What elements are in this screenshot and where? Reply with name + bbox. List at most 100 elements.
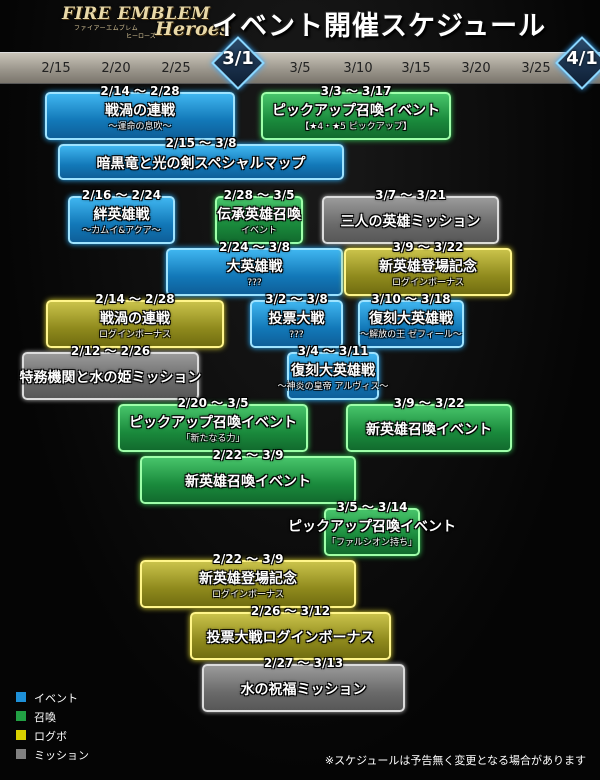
ruler-tick-label: 2/25 [161,61,191,76]
event-name: 新英雄召喚イベント [366,422,492,438]
event-name: 新英雄登場記念 [199,571,297,587]
ruler-tick-label: 2/15 [41,61,71,76]
event-subtitle: イベント [240,226,278,236]
ruler-tick-label: 3/5 [289,61,311,76]
ruler-tick-label: 3/15 [401,61,431,76]
event-subtitle: ??? [247,278,262,288]
event-name: 投票大戦 [268,311,325,327]
event-date: 2/14 〜 2/28 [95,292,175,306]
ruler-tick-label: 3/20 [461,61,491,76]
event-bar [68,196,175,244]
event-bar [58,144,344,180]
event-bar [202,664,405,712]
event-name: ピックアップ召喚イベント [288,519,456,535]
event-date: 3/9 〜 3/22 [392,240,464,254]
event-date: 2/16 〜 2/24 [81,188,162,202]
event-name: 新英雄登場記念 [379,259,477,275]
ruler-tick-label: 3/25 [521,61,551,76]
legend-swatch [16,730,26,740]
event-name: 復刻大英雄戦 [291,363,375,379]
event-subtitle: ログインボーナス [211,590,285,600]
event-bar [215,196,303,244]
legend-swatch [16,749,26,759]
event-date: 3/10 〜 3/18 [371,292,451,306]
event-bar [190,612,391,660]
logo-heroes: Heroes [155,18,231,40]
event-date: 2/20 〜 3/5 [177,396,249,410]
event-date: 2/28 〜 3/5 [223,188,295,202]
legend-label: ミッション [34,749,89,762]
event-name: ピックアップ召喚イベント [129,415,297,431]
event-bar [166,248,343,296]
event-name: ピックアップ召喚イベント [272,103,440,119]
logo-fire-emblem: FIRE EMBLEM [62,4,211,24]
event-bar [118,404,308,452]
event-subtitle: 【★4・★5 ピックアップ】 [300,122,412,132]
event-name: 特務機関と水の姫ミッション [19,370,202,386]
event-bar [322,196,499,244]
event-name: 三人の英雄ミッション [340,214,481,230]
event-bar [250,300,343,348]
event-date: 3/5 〜 3/14 [336,500,408,514]
event-name: 伝承英雄召喚 [217,207,301,223]
event-bar [46,300,224,348]
legend-swatch [16,711,26,721]
event-bar [45,92,235,140]
event-name: 絆英雄戦 [93,207,150,223]
event-bar [344,248,512,296]
event-bar [324,508,420,556]
event-subtitle: ログインボーナス [391,278,465,288]
event-subtitle: 〜運命の息吹〜 [108,122,172,132]
event-name: 投票大戦ログインボーナス [206,630,375,646]
event-bar [261,92,451,140]
legend-swatch [16,692,26,702]
event-date: 3/2 〜 3/8 [265,292,328,306]
logo-heroes-katakana: ヒーローズ [126,33,156,40]
event-subtitle: 〜カムイ&アクア〜 [82,226,161,236]
date-ruler: 2/15 2/20 2/25 3/5 3/10 3/15 3/20 3/25 [0,52,600,84]
event-name: 戦渦の連戦 [105,103,175,119]
event-bar [358,300,464,348]
event-bar [140,456,356,504]
event-date: 2/27 〜 3/13 [263,656,344,670]
event-name: 暗黒竜と光の剣スペシャルマップ [96,156,306,172]
logo-katakana: ファイアーエムブレム [74,25,139,32]
event-name: 新英雄召喚イベント [185,474,311,490]
legend-label: ログボ [34,730,67,743]
disclaimer-note: ※スケジュールは予告無く変更となる場合があります [324,754,586,767]
event-date: 2/22 〜 3/9 [212,552,284,566]
event-bar [140,560,356,608]
event-bar [22,352,199,400]
event-date: 2/15 〜 3/8 [165,136,237,150]
ruler-tick-label: 2/20 [101,61,131,76]
ruler-tick-label: 3/10 [343,61,373,76]
event-date: 3/4 〜 3/11 [297,344,369,358]
event-date: 2/24 〜 3/8 [219,240,290,254]
legend-label: イベント [34,692,78,705]
event-date: 3/9 〜 3/22 [393,396,465,410]
event-date: 2/14 〜 2/28 [100,84,180,98]
event-name: 戦渦の連戦 [100,311,170,327]
event-date: 2/22 〜 3/9 [212,448,284,462]
event-name: 大英雄戦 [226,259,283,275]
event-date: 3/7 〜 3/21 [375,188,446,202]
event-date: 2/26 〜 3/12 [250,604,331,618]
event-subtitle: 〜解放の王 ゼフィール〜 [360,330,462,340]
event-subtitle: ログインボーナス [98,330,172,340]
event-date: 3/3 〜 3/17 [320,84,392,98]
month-marker-label: 3/1 [222,48,254,69]
event-subtitle: 〜神炎の皇帝 アルヴィス〜 [277,382,389,392]
event-bar [287,352,379,400]
month-marker-label: 4/1 [566,48,598,69]
header: FIRE EMBLEM ファイアーエムブレム Heroes ヒーローズ イベント… [0,0,600,48]
event-name: 水の祝福ミッション [240,682,367,698]
event-date: 2/12 〜 2/26 [70,344,151,358]
event-subtitle: 「ファルシオン持ち」 [326,538,418,548]
event-subtitle: ??? [289,330,304,340]
page-title: イベント開催スケジュール [212,11,547,42]
event-bar [346,404,512,452]
event-subtitle: 「新たなる力」 [181,434,245,444]
event-name: 復刻大英雄戦 [369,311,453,327]
legend-label: 召喚 [34,711,56,724]
